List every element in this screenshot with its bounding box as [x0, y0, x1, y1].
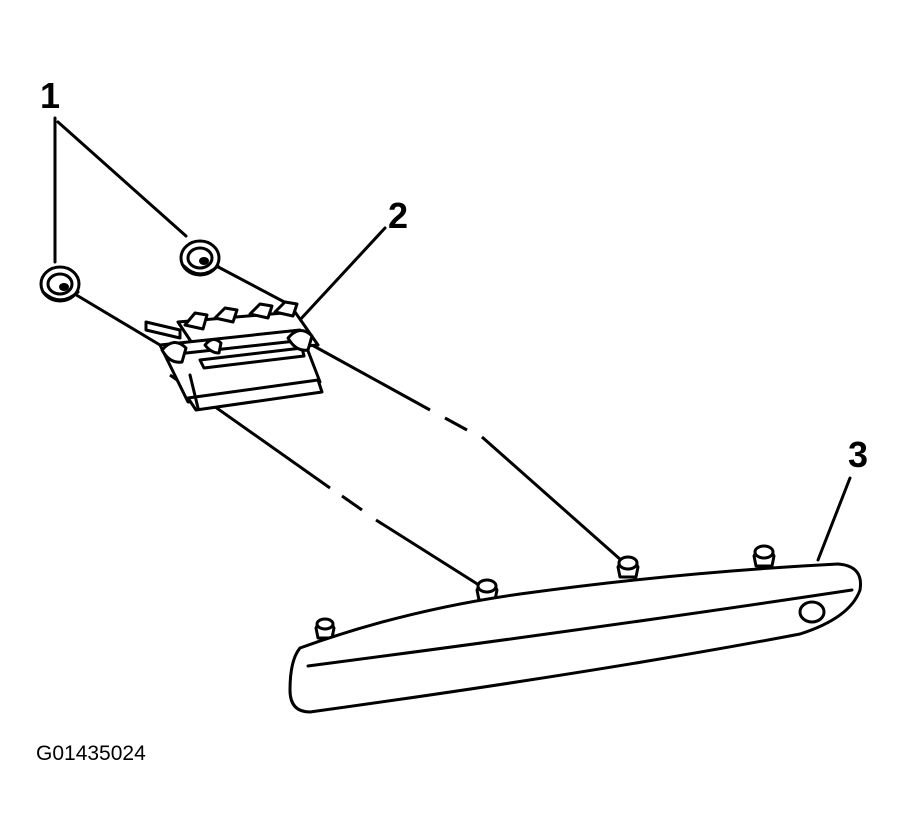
figure-code: G01435024 — [36, 742, 146, 765]
nut-lower — [39, 265, 81, 303]
callout-2-leader — [296, 226, 387, 324]
alignment-lines — [67, 258, 631, 594]
mounting-bracket — [144, 300, 324, 412]
callout-3-leader — [816, 476, 852, 562]
lamp-studs — [314, 544, 776, 640]
nut-upper — [179, 239, 221, 277]
callout-3-label: 3 — [848, 434, 868, 475]
callout-1-label: 1 — [40, 75, 60, 116]
callout-1-leaders — [53, 116, 188, 264]
callout-2-label: 2 — [388, 195, 408, 236]
lamp-housing — [288, 544, 863, 714]
